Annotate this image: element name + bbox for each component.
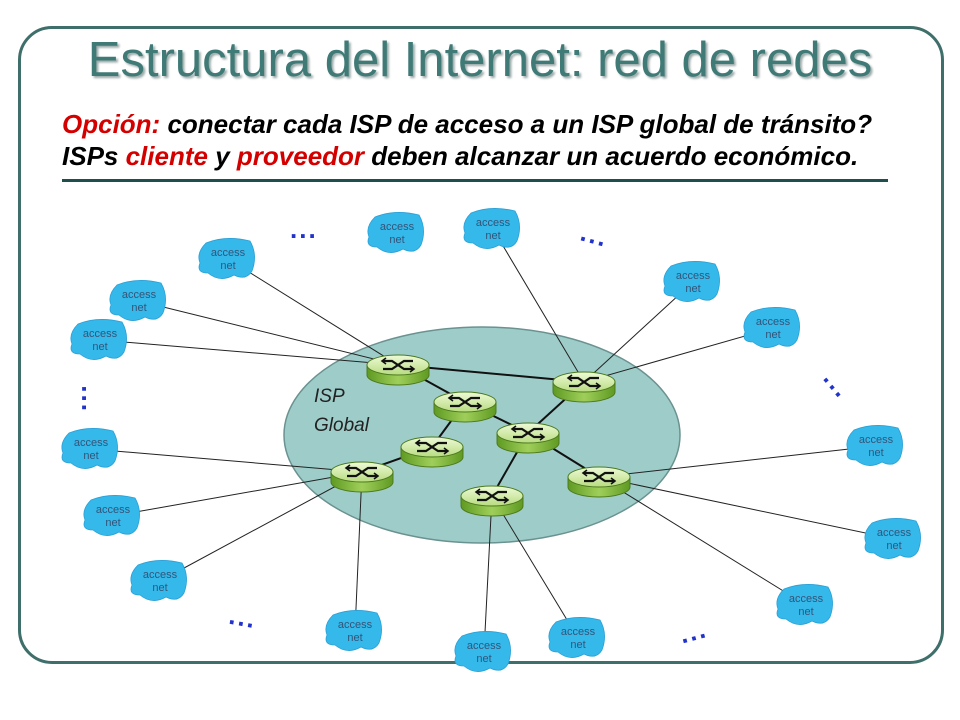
access-link bbox=[354, 471, 363, 632]
access-net-label-line1: access bbox=[211, 247, 246, 259]
access-net-label-line1: access bbox=[83, 328, 118, 340]
access-net-label-line2: net bbox=[389, 234, 404, 246]
access-link bbox=[138, 300, 399, 366]
access-net-label-line2: net bbox=[570, 639, 585, 651]
access-nets: accessnetaccessnetaccessnetaccessnetacce… bbox=[61, 208, 921, 672]
access-net-label-line1: access bbox=[467, 640, 502, 652]
access-net-label-line2: net bbox=[152, 582, 167, 594]
access-link bbox=[583, 281, 694, 383]
access-link bbox=[99, 339, 399, 366]
access-link bbox=[112, 471, 363, 517]
access-link bbox=[598, 476, 895, 540]
router-icon bbox=[460, 485, 524, 517]
access-net-label-line1: access bbox=[789, 593, 824, 605]
subtitle-proveedor: proveedor bbox=[236, 141, 365, 171]
subtitle-part1: conectar cada ISP de acceso a un ISP glo… bbox=[62, 109, 873, 171]
access-link bbox=[159, 471, 363, 582]
access-link bbox=[90, 448, 363, 473]
subtitle-part2: y bbox=[207, 141, 237, 171]
router-icon bbox=[552, 371, 616, 403]
access-link bbox=[492, 228, 585, 383]
subtitle-cliente: cliente bbox=[125, 141, 208, 171]
access-net-label-line1: access bbox=[561, 626, 596, 638]
isp-label-line1: ISP bbox=[314, 386, 345, 407]
access-link bbox=[491, 495, 579, 639]
access-net-label-line1: access bbox=[338, 619, 373, 631]
access-net-label-line1: access bbox=[676, 270, 711, 282]
routers bbox=[330, 354, 631, 517]
access-link bbox=[227, 258, 399, 366]
ellipsis-right: ... bbox=[818, 363, 859, 403]
router-icon bbox=[366, 354, 430, 386]
router-icon bbox=[567, 466, 631, 498]
slide-title: Estructura del Internet: red de redes bbox=[87, 33, 873, 87]
subtitle-prefix: Opción: bbox=[62, 109, 161, 139]
access-net-label-line2: net bbox=[347, 632, 362, 644]
ellipsis-bottom-left: ... bbox=[227, 600, 259, 634]
access-net-label-line2: net bbox=[476, 653, 491, 665]
access-net-label-line2: net bbox=[886, 540, 901, 552]
access-net-label-line2: net bbox=[131, 302, 146, 314]
ellipsis-left: ... bbox=[62, 383, 92, 411]
router-icon bbox=[433, 391, 497, 423]
slide-subtitle: Opción: conectar cada ISP de acceso a un… bbox=[62, 108, 892, 172]
access-net-label-line1: access bbox=[859, 434, 894, 446]
access-link bbox=[598, 476, 807, 606]
ellipsis-top-left: ... bbox=[290, 214, 318, 244]
access-net-label-line1: access bbox=[476, 217, 511, 229]
access-net-label-line2: net bbox=[92, 341, 107, 353]
ellipsis-bottom-right: ... bbox=[676, 613, 710, 649]
access-net-label-line2: net bbox=[485, 230, 500, 242]
access-net-label-line2: net bbox=[685, 283, 700, 295]
access-net-label-line2: net bbox=[220, 260, 235, 272]
router-icon bbox=[330, 461, 394, 493]
isp-label-line2: Global bbox=[314, 415, 370, 436]
network-links bbox=[90, 228, 895, 653]
access-link bbox=[583, 327, 774, 383]
subtitle-part3: deben alcanzar un acuerdo económico. bbox=[364, 141, 859, 171]
access-net-label-line2: net bbox=[868, 447, 883, 459]
ellipsis-top-right: ... bbox=[577, 217, 611, 253]
title-underline bbox=[62, 179, 888, 182]
access-net-label-line2: net bbox=[798, 606, 813, 618]
access-net-label-line1: access bbox=[756, 316, 791, 328]
router-icon bbox=[400, 436, 464, 468]
access-net-label-line1: access bbox=[877, 527, 912, 539]
access-link bbox=[598, 445, 877, 478]
access-net-label-line1: access bbox=[122, 289, 157, 301]
access-net-label-line2: net bbox=[105, 517, 120, 529]
access-net-label-line1: access bbox=[74, 437, 109, 449]
access-net-label-line2: net bbox=[765, 329, 780, 341]
access-net-label-line1: access bbox=[143, 569, 178, 581]
access-net-label-line2: net bbox=[83, 450, 98, 462]
access-link bbox=[483, 495, 493, 653]
access-net-label-line1: access bbox=[96, 504, 131, 516]
access-net-label-line1: access bbox=[380, 221, 415, 233]
router-icon bbox=[496, 422, 560, 454]
